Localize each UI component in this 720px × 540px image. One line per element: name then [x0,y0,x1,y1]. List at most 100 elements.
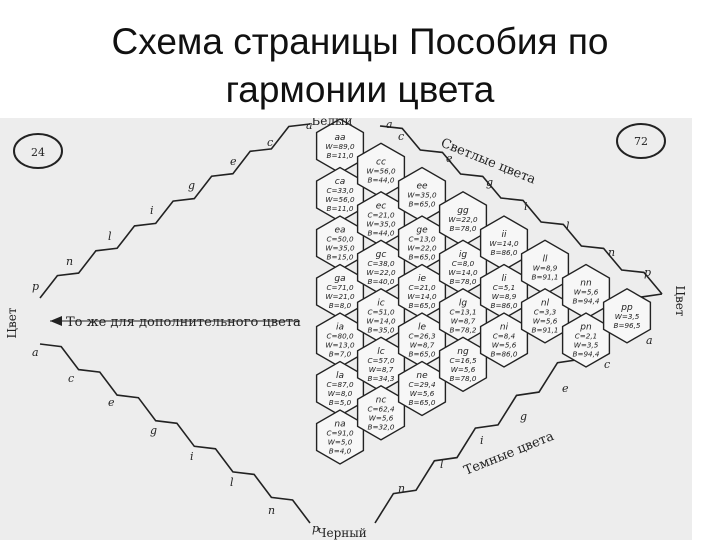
hex-value: C=62,4 [367,404,394,413]
hex-value: W=8,0 [328,389,353,398]
hex-cell-na: naC=91,0W=5,0B=4,0 [315,409,365,465]
hex-code: la [336,371,344,381]
hex-value: C=16,5 [449,356,476,365]
diagram-decor [13,123,666,326]
hex-code: pn [579,323,592,333]
hex-value: W=89,0 [325,142,355,151]
hex-code: nc [376,395,387,405]
hex-value: W=56,0 [325,195,355,204]
hex-cell-ee: eeW=35,0B=65,0 [397,166,447,223]
hex-cell-nc: ncC=62,4W=5,6B=32,0 [356,384,406,441]
hex-value: W=22,0 [366,268,396,277]
hex-cell-gc: gcC=38,0W=22,0B=40,0 [356,239,406,296]
hex-cell-ni: niC=8,4W=5,6B=86,0 [479,312,529,368]
hex-value: W=8,7 [369,365,394,374]
right-upper-staircase [379,125,663,295]
hex-value: B=11,0 [327,204,354,213]
left-upper-letter: g [188,179,195,192]
left-upper-letter: c [267,136,273,149]
dark-tones-label: Темные цвета [462,429,557,479]
hex-value: W=35,0 [407,191,437,200]
hex-value: W=8,9 [533,263,558,272]
hex-cell-ic: icC=51,0W=14,0B=35,0 [356,287,406,344]
slide-title: Схема страницы Пособия по гармонии цвета [0,18,720,114]
hex-value: C=13,0 [408,235,435,244]
hex-value: B=91,1 [532,272,559,281]
color-harmony-diagram: aaW=89,0B=11,0caC=33,0W=56,0B=11,0eaC=50… [5,118,687,540]
hex-value: C=38,0 [367,259,394,268]
hex-cell-lg: lgC=13,1W=8,7B=78,2 [438,287,488,344]
hex-value: W=5,6 [451,365,476,374]
hex-cell-pp: ppW=3,5B=96,5 [602,287,652,344]
hex-cell-la: laC=87,0W=8,0B=5,0 [315,360,365,417]
hex-code: ic [377,298,385,308]
hex-value: W=14,0 [489,239,519,248]
page-number-right: 72 [634,135,648,148]
hex-code: ie [418,274,427,284]
hex-value: B=40,0 [368,277,395,286]
right-upper-letter: l [566,220,570,233]
hex-code: ig [459,250,468,260]
hex-value: C=29,4 [408,380,435,389]
right-lower-letter: l [440,458,444,471]
hex-value: W=3,5 [574,341,599,350]
hex-value: B=11,0 [327,151,354,160]
hex-value: B=86,0 [491,350,518,359]
hex-value: C=3,3 [534,307,557,316]
hex-value: C=21,0 [367,210,394,219]
hex-value: C=21,0 [408,283,435,292]
hex-code: gg [457,206,469,216]
hex-cell-ec: ecC=21,0W=35,0B=44,0 [356,190,406,247]
hex-code: nn [580,279,592,289]
hex-value: W=21,0 [325,292,355,301]
hex-value: B=86,0 [491,301,518,310]
hex-value: B=65,0 [409,253,436,262]
left-upper-staircase [39,123,311,299]
hex-value: W=5,0 [328,438,353,447]
right-lower-letter: n [398,482,405,495]
left-lower-letter: p [312,522,319,535]
hex-value: C=51,0 [367,307,394,316]
hex-cell-ge: geC=13,0W=22,0B=65,0 [397,215,447,271]
hex-code: ne [416,371,428,381]
hex-value: W=14,0 [448,268,478,277]
hex-value: W=8,7 [410,341,435,350]
left-upper-letter: e [230,155,237,168]
hex-value: B=91,1 [532,325,559,334]
hex-outline [602,287,652,344]
right-upper-letter: g [486,176,493,189]
hex-value: C=2,1 [575,332,597,341]
hex-value: B=15,0 [327,253,354,262]
hex-cell-le: leC=26,3W=8,7B=65,0 [397,312,447,368]
hex-value: B=65,0 [409,200,436,209]
hex-code: ii [501,230,507,240]
hex-value: B=78,0 [450,277,477,286]
right-upper-letter: p [644,266,651,279]
hex-code: ia [336,323,344,333]
left-upper-letter: l [108,230,112,243]
hex-code: aa [334,133,345,143]
hex-value: C=5,1 [493,283,515,292]
hex-value: C=71,0 [326,283,353,292]
hex-value: W=5,6 [574,288,599,297]
right-lower-letter: e [562,382,569,395]
left-lower-letter: i [190,450,194,463]
bottom-black-label: Черный [317,526,367,540]
hex-cell-ig: igC=8,0W=14,0B=78,0 [438,239,488,296]
page-left-oval [13,133,63,169]
slide-title-line-2: гармонии цвета [225,69,495,110]
left-lower-letter: e [108,396,115,409]
page-right-oval [616,123,666,159]
hex-code: lc [377,347,385,357]
left-lower-letter: g [150,424,157,437]
hex-code: ca [335,177,345,187]
hex-cell-cc: ccW=56,0B=44,0 [356,142,406,199]
hex-value: B=32,0 [368,422,395,431]
right-upper-letter: i [524,200,528,213]
hex-cell-pn: pnC=2,1W=3,5B=94,4 [561,312,611,368]
right-lower-letter: a [646,334,653,347]
hex-cell-ca: caC=33,0W=56,0B=11,0 [315,166,365,223]
hex-cell-nl: nlC=3,3W=5,6B=91,1 [520,287,570,344]
hexagon-grid: aaW=89,0B=11,0caC=33,0W=56,0B=11,0eaC=50… [315,118,652,465]
